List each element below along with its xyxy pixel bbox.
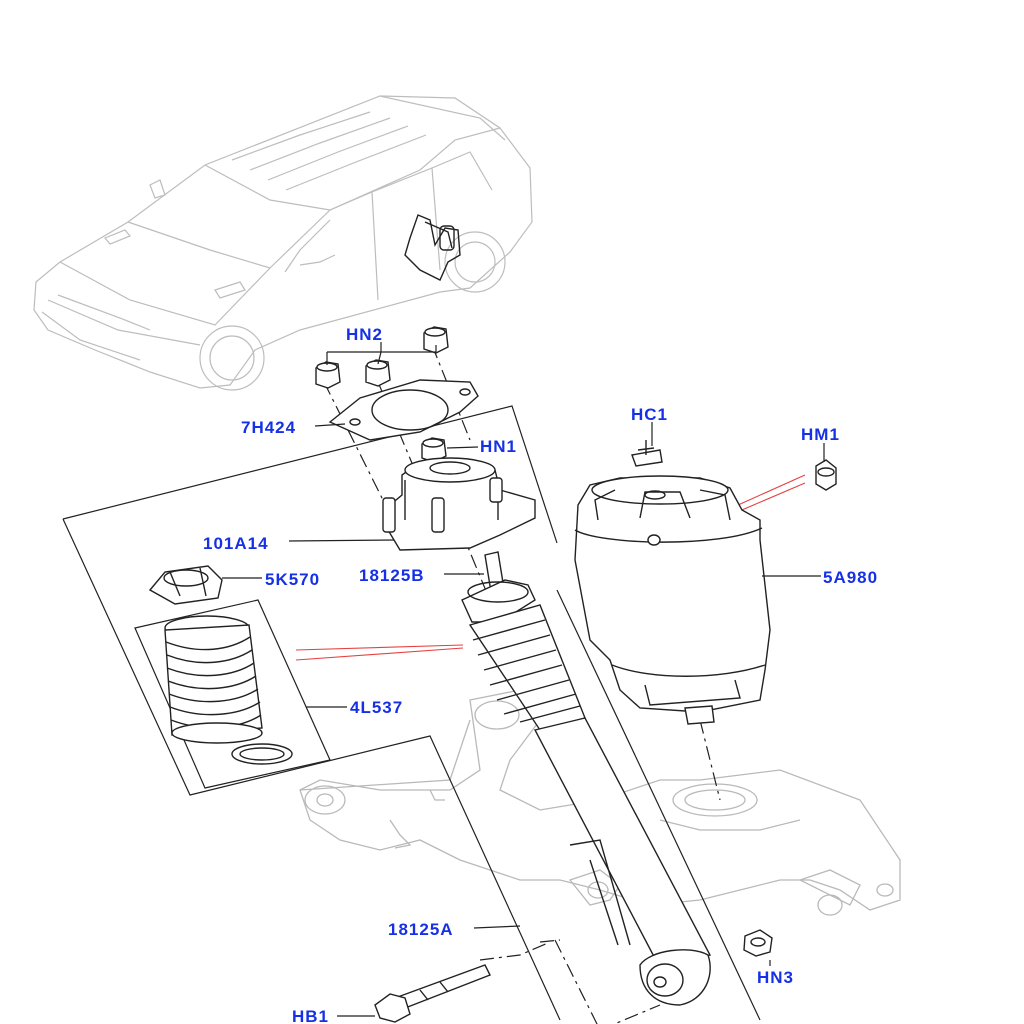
label-18125b[interactable]: 18125B [359, 566, 425, 585]
label-4l537[interactable]: 4L537 [350, 698, 403, 717]
dust-boot[interactable] [164, 615, 293, 765]
top-mount[interactable] [382, 457, 536, 551]
label-hn1[interactable]: HN1 [480, 437, 517, 456]
part-labels: HN2 7H424 HN1 101A14 5K570 18125B HC1 HM… [203, 325, 878, 1024]
hn2-nuts[interactable] [315, 326, 449, 389]
bump-stop[interactable] [148, 565, 223, 605]
label-hn2[interactable]: HN2 [346, 325, 383, 344]
label-hb1[interactable]: HB1 [292, 1007, 329, 1024]
shock-absorber[interactable] [461, 551, 712, 1006]
label-18125a[interactable]: 18125A [388, 920, 454, 939]
air-spring[interactable] [574, 475, 771, 725]
vehicle-locator-illustration [33, 95, 533, 391]
label-hc1[interactable]: HC1 [631, 405, 668, 424]
label-5a980[interactable]: 5A980 [823, 568, 878, 587]
label-7h424[interactable]: 7H424 [241, 418, 296, 437]
label-101a14[interactable]: 101A14 [203, 534, 269, 553]
label-hn3[interactable]: HN3 [757, 968, 794, 987]
mounting-gasket[interactable] [328, 379, 479, 441]
hm1-fitting[interactable] [815, 459, 837, 491]
label-hm1[interactable]: HM1 [801, 425, 840, 444]
hb1-bolt[interactable] [374, 964, 491, 1023]
subframe-ghost-illustration [299, 689, 901, 916]
leader-lines [222, 342, 825, 1017]
hn1-nut[interactable] [421, 437, 447, 463]
label-5k570[interactable]: 5K570 [265, 570, 320, 589]
hc1-clip[interactable] [631, 440, 663, 467]
hn3-nut[interactable] [743, 929, 773, 957]
